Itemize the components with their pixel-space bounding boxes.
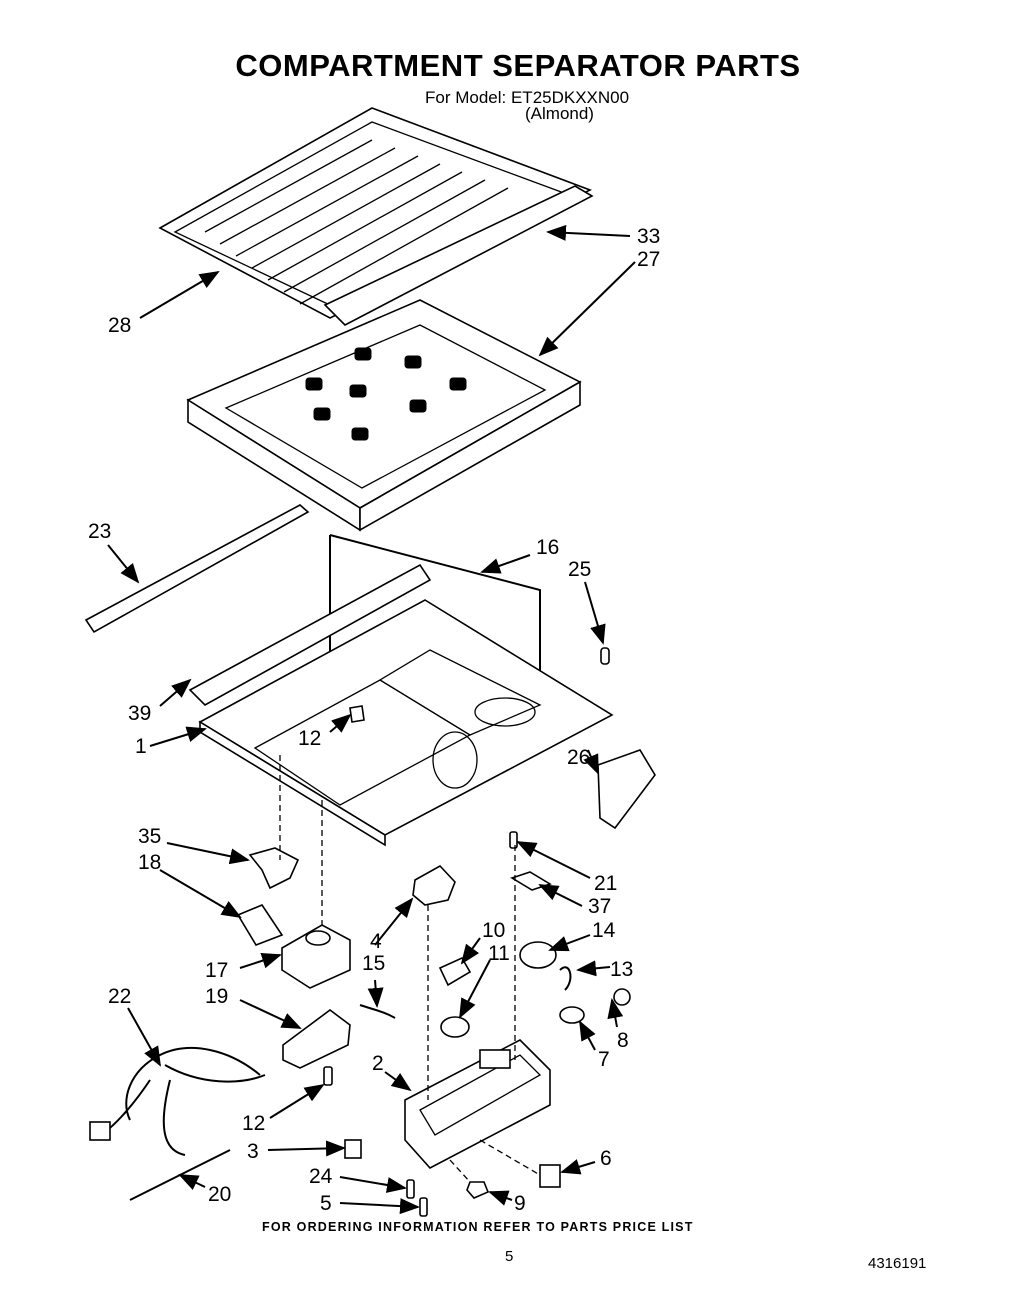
callout-16: 16 xyxy=(536,536,559,559)
part-21-screw xyxy=(509,831,518,849)
callout-28: 28 xyxy=(108,314,131,337)
callout-37: 37 xyxy=(588,895,611,918)
callout-20: 20 xyxy=(208,1183,231,1206)
alignment-lines xyxy=(279,755,541,1183)
callout-33: 33 xyxy=(637,225,660,248)
part-15-tube xyxy=(359,1004,396,1019)
part-13-linkage xyxy=(559,966,572,991)
part-1-separator-base xyxy=(198,599,614,847)
part-8-lamp-bulb xyxy=(613,988,631,1006)
part-6-switch xyxy=(539,1164,561,1188)
part-2-control-bracket xyxy=(404,1039,551,1169)
callout-4: 4 xyxy=(370,930,382,953)
part-24-screw xyxy=(406,1179,415,1199)
callout-15: 15 xyxy=(362,952,385,975)
model-number: For Model: ET25DKXXN00 xyxy=(425,88,630,107)
part-28-grille-panel xyxy=(158,107,593,319)
callout-13: 13 xyxy=(610,958,633,981)
callout-12-upper: 12 xyxy=(298,727,321,750)
callout-7: 7 xyxy=(598,1048,610,1071)
callout-19: 19 xyxy=(205,985,228,1008)
callout-8: 8 xyxy=(617,1029,629,1052)
callout-numbers: 33 27 28 23 16 25 39 12 1 26 35 18 21 37… xyxy=(88,225,660,1215)
callout-10: 10 xyxy=(482,919,505,942)
callout-2: 2 xyxy=(372,1052,384,1075)
part-5-screw xyxy=(419,1197,428,1217)
model-color: (Almond) xyxy=(525,104,594,123)
part-12-screw-lower xyxy=(323,1066,333,1086)
callout-39: 39 xyxy=(128,702,151,725)
callout-35: 35 xyxy=(138,825,161,848)
page-title: COMPARTMENT SEPARATOR PARTS xyxy=(235,48,801,83)
callout-27: 27 xyxy=(637,248,660,271)
part-22-wire-harness xyxy=(89,1047,266,1156)
part-26-cover xyxy=(597,749,656,830)
part-11-knob xyxy=(440,1016,470,1038)
part-19-bracket xyxy=(282,1009,351,1069)
callout-21: 21 xyxy=(594,872,617,895)
part-9-nut xyxy=(466,1181,490,1199)
part-3-connector xyxy=(344,1139,362,1159)
page-number: 5 xyxy=(505,1248,514,1265)
part-7-lamp-socket xyxy=(559,1006,585,1024)
callout-1: 1 xyxy=(135,735,147,758)
callout-11: 11 xyxy=(488,942,510,965)
part-39-duct xyxy=(188,563,432,706)
part-27-separator-frame xyxy=(186,299,582,532)
callout-14: 14 xyxy=(592,919,616,942)
callout-24: 24 xyxy=(309,1165,333,1188)
part-18-bezel xyxy=(236,904,284,946)
document-number: 4316191 xyxy=(868,1255,927,1272)
callout-17: 17 xyxy=(205,959,228,982)
part-12-screw-upper xyxy=(349,705,365,723)
part-25-screw xyxy=(600,647,610,665)
ordering-note: FOR ORDERING INFORMATION REFER TO PARTS … xyxy=(262,1220,694,1234)
callout-22: 22 xyxy=(108,985,131,1008)
part-10-switch xyxy=(438,956,472,987)
callout-25: 25 xyxy=(568,558,591,581)
part-14-gear xyxy=(519,941,557,969)
callout-26: 26 xyxy=(567,746,590,769)
callout-23: 23 xyxy=(88,520,111,543)
callout-12-lower: 12 xyxy=(242,1112,265,1135)
callout-18: 18 xyxy=(138,851,161,874)
part-4-damper-motor xyxy=(412,864,456,906)
part-33-trim-strip xyxy=(323,185,594,326)
callout-3: 3 xyxy=(247,1140,259,1163)
part-23-gasket-strip xyxy=(84,504,310,634)
part-35-clip xyxy=(248,847,300,890)
callout-6: 6 xyxy=(600,1147,612,1170)
callout-leaders xyxy=(107,224,636,1215)
callout-5: 5 xyxy=(320,1192,332,1215)
callout-9: 9 xyxy=(514,1192,526,1215)
